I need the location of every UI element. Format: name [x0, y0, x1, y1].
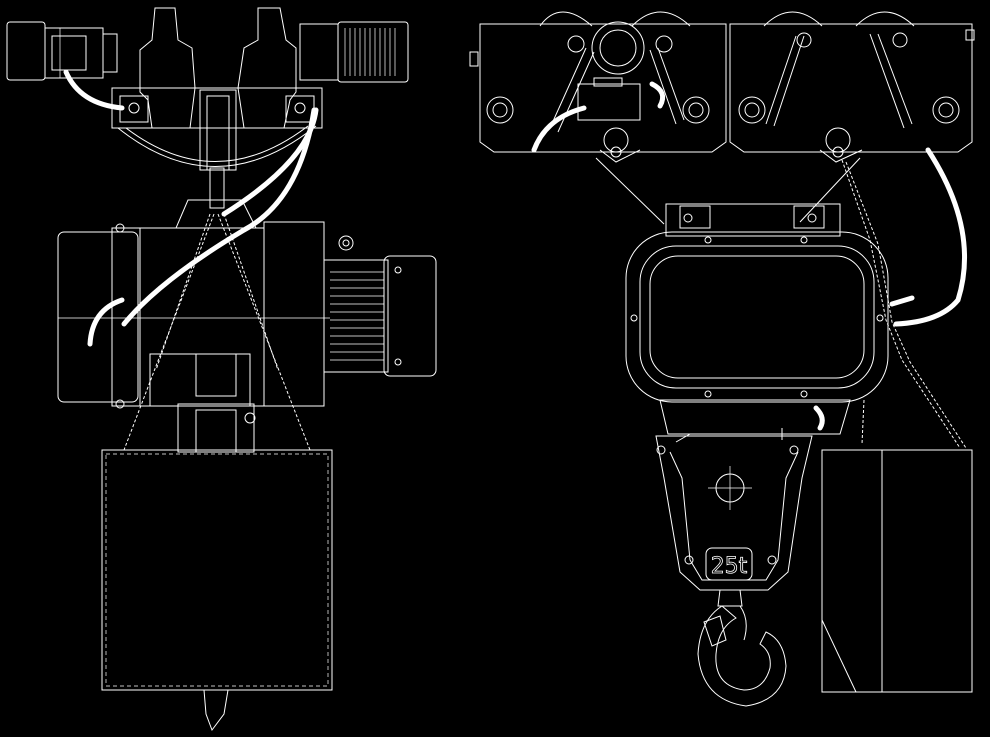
- load-chains: [124, 214, 310, 450]
- capacity-label: 25t: [711, 554, 748, 579]
- hoist-body: [58, 200, 353, 408]
- power-cables-front: [534, 84, 965, 440]
- trolley-wheels: [540, 12, 914, 26]
- hook-icon: [698, 590, 786, 706]
- capacity-plate: [706, 548, 752, 580]
- lower-housing: [178, 404, 255, 452]
- trolley-side-plate-right: [470, 24, 974, 162]
- trolley-motor-right: [300, 22, 408, 82]
- trolley-side-plate-left: [480, 22, 726, 162]
- hook-block: 25t: [656, 436, 812, 590]
- chain-container-front: [822, 450, 972, 692]
- hoist-motor: [324, 256, 436, 376]
- trolley-motor-left: [7, 22, 117, 80]
- suspension-links: [596, 158, 860, 224]
- power-cables: [66, 72, 316, 344]
- side-chain: [842, 160, 966, 448]
- suspension-bar: [210, 168, 224, 208]
- trolley-frame: [112, 8, 322, 170]
- chain-container: [102, 450, 332, 730]
- hoist-housing: [626, 204, 888, 442]
- side-view: [7, 8, 436, 730]
- front-view: 25t: [470, 12, 974, 706]
